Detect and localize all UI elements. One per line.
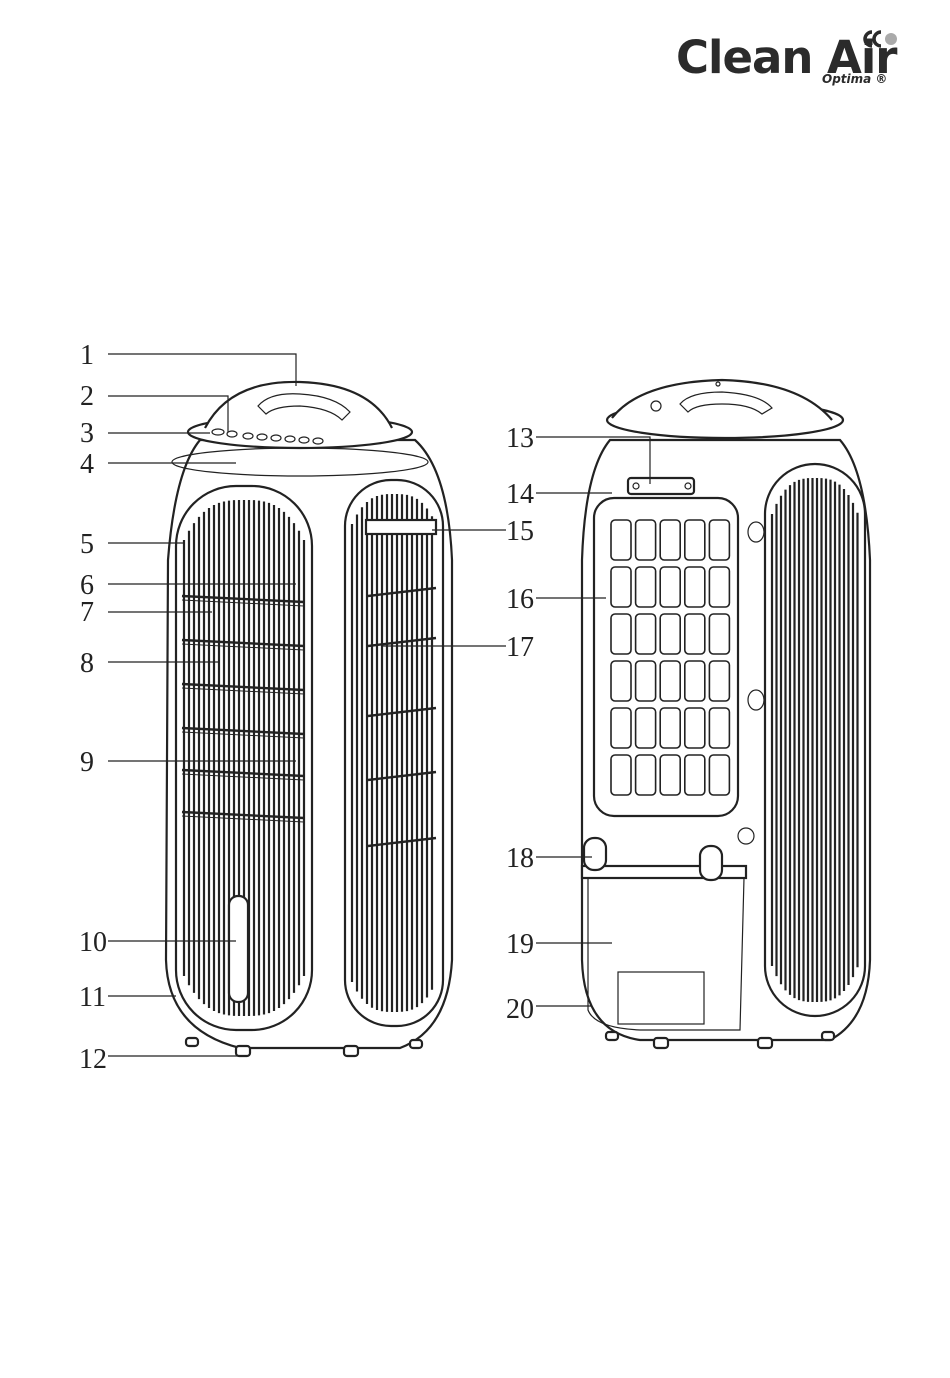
callout-13: 13 bbox=[506, 423, 534, 454]
callout-15: 15 bbox=[506, 516, 534, 547]
callout-8: 8 bbox=[80, 648, 94, 679]
callout-18: 18 bbox=[506, 843, 534, 874]
callout-5: 5 bbox=[80, 529, 94, 560]
callout-17: 17 bbox=[506, 632, 534, 663]
callout-1: 1 bbox=[80, 340, 94, 371]
callout-12: 12 bbox=[79, 1044, 107, 1075]
callout-14: 14 bbox=[506, 479, 534, 510]
front-unit bbox=[166, 382, 452, 1056]
tank-clip-right bbox=[700, 846, 722, 880]
callout-3: 3 bbox=[80, 418, 94, 449]
water-level-window bbox=[229, 896, 248, 1002]
callout-20: 20 bbox=[506, 994, 534, 1025]
tank-clip-left bbox=[584, 838, 606, 870]
top-bracket bbox=[628, 478, 694, 494]
back-unit bbox=[582, 380, 870, 1048]
callout-4: 4 bbox=[80, 449, 94, 480]
callout-16: 16 bbox=[506, 584, 534, 615]
callout-11: 11 bbox=[79, 982, 106, 1013]
callout-9: 9 bbox=[80, 747, 94, 778]
callout-2: 2 bbox=[80, 381, 94, 412]
callout-19: 19 bbox=[506, 929, 534, 960]
callout-10: 10 bbox=[79, 927, 107, 958]
callout-7: 7 bbox=[80, 597, 94, 628]
